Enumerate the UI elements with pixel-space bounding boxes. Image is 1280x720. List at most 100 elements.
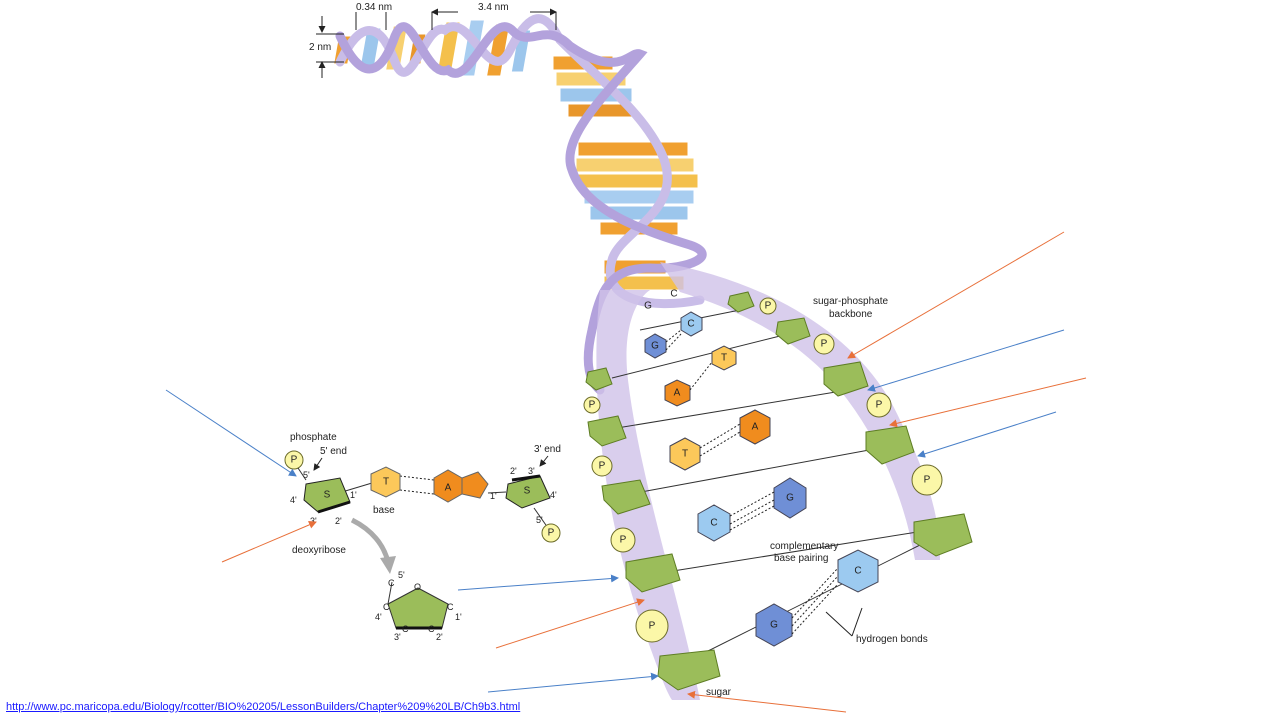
sugar-left-3 xyxy=(601,479,651,515)
svg-text:S: S xyxy=(324,490,331,501)
three-end-label: 3' end xyxy=(534,444,561,455)
svg-text:2': 2' xyxy=(335,516,342,526)
svg-text:C: C xyxy=(428,624,435,634)
base-guanine-3 xyxy=(755,603,793,647)
svg-text:3': 3' xyxy=(310,516,317,526)
svg-text:P: P xyxy=(924,475,931,486)
helix-width-label: 2 nm xyxy=(309,42,331,53)
sugar-right-5 xyxy=(913,513,973,557)
helix-strand-front xyxy=(335,22,707,395)
svg-text:C: C xyxy=(854,566,861,577)
annotation-arrows xyxy=(165,231,1087,713)
orange-arrow-3 xyxy=(221,521,317,563)
svg-text:4': 4' xyxy=(290,495,297,505)
hydrogen-bonds-label: hydrogen bonds xyxy=(856,634,928,645)
svg-text:T: T xyxy=(682,449,688,460)
svg-text:C: C xyxy=(383,602,390,612)
expand-arrow xyxy=(350,517,391,563)
ladder-sugar-label: sugar xyxy=(706,687,732,698)
svg-text:C: C xyxy=(447,602,454,612)
svg-text:C: C xyxy=(402,624,409,634)
svg-text:1': 1' xyxy=(455,612,462,622)
svg-text:C: C xyxy=(710,518,717,529)
sugar-right-4 xyxy=(865,425,915,465)
backbone-label-line2: backbone xyxy=(829,309,873,320)
sugar-right-3 xyxy=(823,361,869,397)
svg-text:4': 4' xyxy=(550,490,557,500)
sugar-left-4 xyxy=(625,553,681,593)
base-spacing-label: 0.34 nm xyxy=(356,2,392,13)
orange-arrow-2 xyxy=(889,377,1087,428)
blue-arrow-2 xyxy=(917,411,1057,458)
blue-arrow-3 xyxy=(165,389,297,477)
base-cytosine-1 xyxy=(680,311,703,337)
deoxyribose-ring: C 5' O C 4' C 1' C 3' C 2' xyxy=(375,570,462,642)
double-helix: 0.34 nm 3.4 nm 2 nm xyxy=(309,2,707,395)
base-guanine-1 xyxy=(644,333,667,359)
base-cytosine-3 xyxy=(837,549,879,593)
ladder-sugars xyxy=(585,291,973,691)
svg-text:3': 3' xyxy=(528,466,535,476)
hydrogen-bonds xyxy=(665,329,839,635)
sugar-left-1 xyxy=(585,367,613,391)
svg-text:O: O xyxy=(414,582,421,592)
svg-text:P: P xyxy=(548,528,555,539)
ladder-phosphate-letters: P P P P P P P P xyxy=(589,301,931,632)
ladder-rungs xyxy=(604,309,931,666)
svg-text:4': 4' xyxy=(375,612,382,622)
base-guanine-2 xyxy=(773,477,807,519)
svg-text:P: P xyxy=(821,339,828,350)
svg-text:P: P xyxy=(589,400,596,411)
helix-strand-back xyxy=(335,14,705,309)
svg-text:C: C xyxy=(670,289,677,300)
source-url-link[interactable]: http://www.pc.maricopa.edu/Biology/rcott… xyxy=(6,701,521,713)
base-cytosine-2 xyxy=(697,504,731,542)
svg-text:C: C xyxy=(687,319,694,330)
svg-text:1': 1' xyxy=(350,490,357,500)
svg-text:2': 2' xyxy=(436,632,443,642)
svg-text:2': 2' xyxy=(510,466,517,476)
sugar-left-2 xyxy=(587,415,627,447)
phosphate-right xyxy=(541,523,561,543)
orange-arrow-5 xyxy=(687,690,847,713)
svg-text:A: A xyxy=(752,422,759,433)
pairing-label-line2: base pairing xyxy=(774,553,828,564)
sugar-right-1 xyxy=(727,291,755,313)
svg-text:P: P xyxy=(649,621,656,632)
blue-arrow-1 xyxy=(867,329,1065,392)
svg-text:P: P xyxy=(599,461,606,472)
svg-text:G: G xyxy=(651,341,659,352)
blue-arrow-5 xyxy=(487,672,659,693)
base-adenine-2 xyxy=(739,409,771,445)
svg-text:G: G xyxy=(770,620,778,631)
nucleotide-pair: P P S S T A phosphate 5' end 3' end base… xyxy=(284,432,561,574)
deoxyribose-label: deoxyribose xyxy=(292,545,346,556)
orange-arrow-4 xyxy=(495,598,645,649)
svg-text:T: T xyxy=(383,477,389,488)
adenine-pentagon xyxy=(461,471,489,499)
svg-text:5': 5' xyxy=(303,470,310,480)
sugar-right-2 xyxy=(775,317,811,345)
helix-turn-label: 3.4 nm xyxy=(478,2,509,13)
ladder-phosphates xyxy=(583,297,943,643)
svg-text:A: A xyxy=(445,483,452,494)
base-thymine-2 xyxy=(669,437,701,471)
orange-arrow-1 xyxy=(847,231,1065,359)
ladder-base-letters: G C T A T A C G C G G C xyxy=(644,289,862,631)
svg-text:G: G xyxy=(786,493,794,504)
svg-text:P: P xyxy=(620,535,627,546)
svg-text:A: A xyxy=(674,388,681,399)
svg-text:P: P xyxy=(876,400,883,411)
svg-text:T: T xyxy=(721,353,727,364)
thymine-hexagon xyxy=(370,466,401,498)
base-adenine-1 xyxy=(664,379,691,407)
backbone-label-line1: sugar-phosphate xyxy=(813,296,888,307)
svg-text:5': 5' xyxy=(398,570,405,580)
svg-text:S: S xyxy=(524,486,531,497)
phosphate-label: phosphate xyxy=(290,432,337,443)
svg-text:C: C xyxy=(388,578,395,588)
base-thymine-1 xyxy=(711,345,737,371)
svg-text:P: P xyxy=(291,455,298,466)
base-label: base xyxy=(373,505,395,516)
